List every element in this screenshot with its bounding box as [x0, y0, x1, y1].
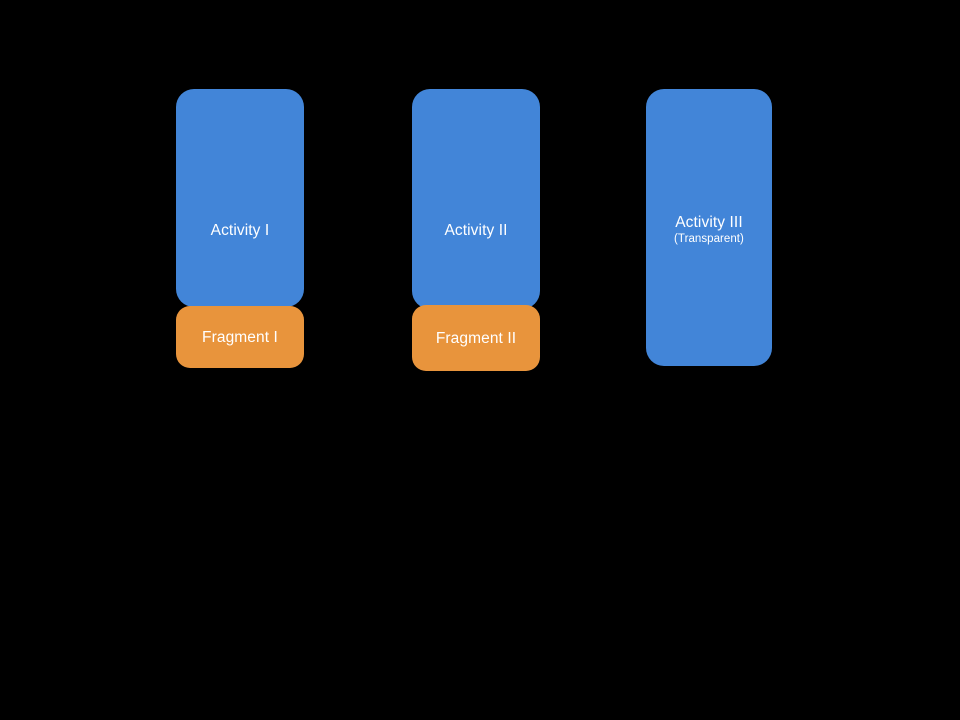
activity-card-3[interactable]: Activity III (Transparent): [646, 89, 772, 366]
activity-card-3-text-stack: Activity III (Transparent): [646, 213, 772, 246]
fragment-card-1-label: Fragment I: [202, 328, 278, 346]
activity-card-2-text-stack: Activity II: [412, 221, 540, 240]
activity-card-1-text-stack: Activity I: [176, 221, 304, 240]
activity-card-2[interactable]: Activity II: [412, 89, 540, 309]
activity-card-1[interactable]: Activity I: [176, 89, 304, 307]
fragment-card-2-label: Fragment II: [435, 329, 517, 347]
activity-card-1-label: Activity I: [210, 222, 270, 239]
fragment-card-1[interactable]: Fragment I: [176, 306, 304, 368]
activity-card-3-sublabel: (Transparent): [674, 233, 744, 245]
activity-card-2-label: Activity II: [444, 222, 508, 239]
fragment-card-2[interactable]: Fragment II: [412, 305, 540, 371]
activity-card-3-label: Activity III: [675, 214, 743, 231]
